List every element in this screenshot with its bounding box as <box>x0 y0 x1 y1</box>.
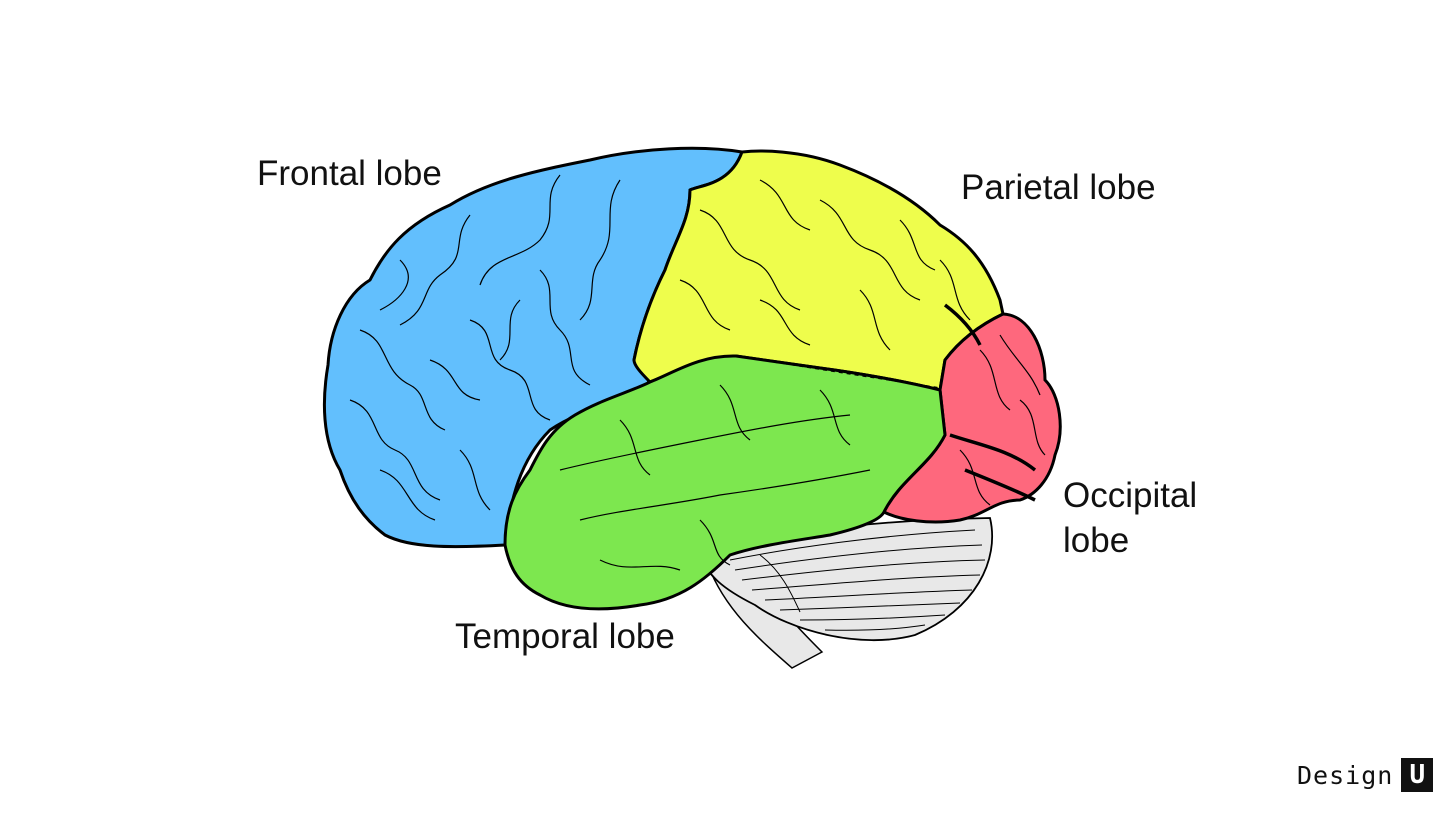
occipital-sulci <box>959 334 1046 506</box>
temporal-lobe-label: Temporal lobe <box>455 617 675 656</box>
brand-text: Design <box>1297 760 1394 790</box>
frontal-sulci <box>349 174 621 521</box>
parietal-temporal-boundary <box>735 355 941 389</box>
major-fissures <box>943 303 1037 502</box>
cerebellum-folia <box>729 529 986 631</box>
temporal-sulci <box>559 384 871 571</box>
brand-mark-icon: U <box>1401 758 1434 792</box>
parietal-sulci <box>679 179 971 351</box>
occipital-lobe-label: Occipital lobe <box>1063 476 1198 560</box>
frontal-lobe-label: Frontal lobe <box>257 154 442 193</box>
brand-logo: Design U <box>1297 758 1434 792</box>
parietal-lobe-label: Parietal lobe <box>961 168 1156 207</box>
